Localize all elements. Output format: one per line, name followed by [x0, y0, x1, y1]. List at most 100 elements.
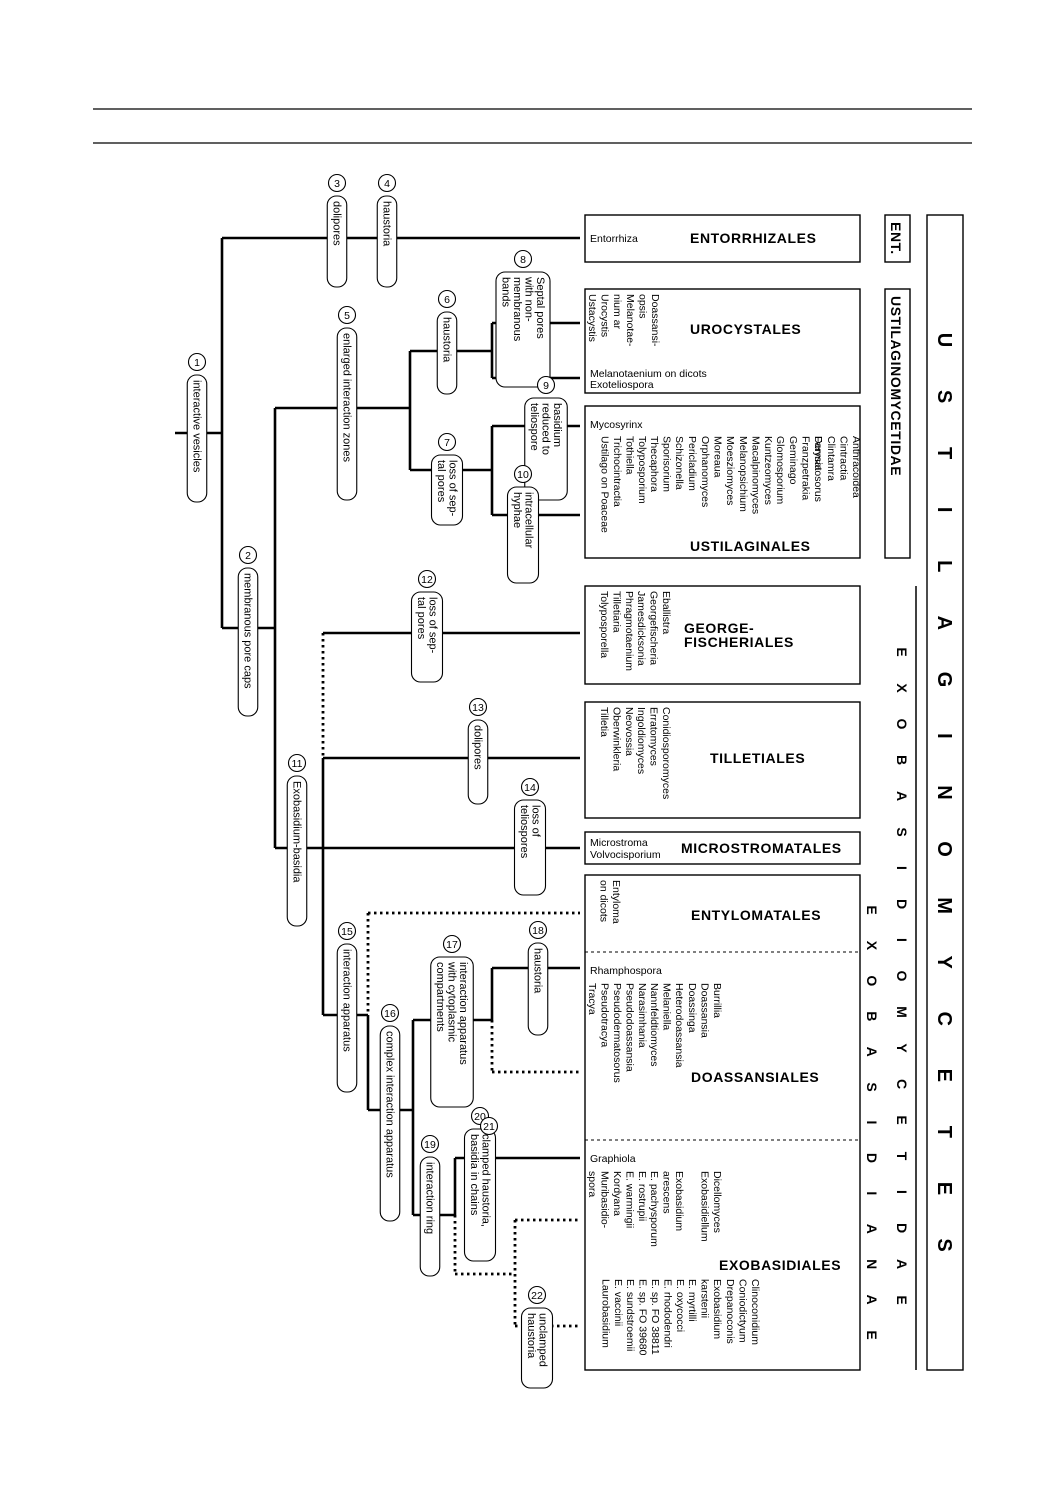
- genus-label: Melanotaenium on dicots: [590, 368, 707, 380]
- character-number-circle: [420, 1134, 440, 1154]
- order-georgefischeriales-2: FISCHERIALES: [684, 634, 794, 650]
- genus-label: Coniodictyum: [737, 1279, 749, 1343]
- character-text: loss of: [529, 805, 541, 838]
- character-text: loss of sep-: [446, 460, 458, 517]
- genus-label: E. rhododendri: [661, 1279, 673, 1348]
- clade-letter: I: [933, 507, 955, 513]
- clade-letter: X: [894, 683, 910, 693]
- clade-letter: A: [864, 1224, 880, 1234]
- character-text: teliospores: [518, 805, 530, 859]
- character-number-circle: [437, 289, 457, 309]
- genus-label: Tolyposporella: [598, 591, 610, 658]
- genus-label: Eballistra: [660, 591, 672, 634]
- genus-label: Tothiella: [623, 436, 635, 475]
- box-ustilaginomycetes: [926, 214, 964, 1371]
- genus-label: Clintamra: [825, 436, 837, 481]
- character-number: 12: [421, 574, 433, 586]
- tree-branches: [175, 236, 580, 1328]
- genus-label: Ustilago on Poaceae: [599, 436, 611, 533]
- character-number: 14: [524, 782, 536, 794]
- clade-letter: D: [894, 899, 910, 909]
- clade-letter: B: [894, 755, 910, 765]
- character-text: membranous pore caps: [242, 573, 254, 689]
- clade-letter: A: [864, 1047, 880, 1057]
- character-text: haustoria: [532, 948, 544, 994]
- genus-label: Tilletiaria: [610, 591, 622, 633]
- genus-label: Rhamphospora: [590, 965, 662, 977]
- clade-letter: S: [933, 1238, 955, 1251]
- character-pill: [379, 1025, 401, 1222]
- character-text: basidium: [551, 403, 563, 447]
- genus-label: Tracya: [586, 983, 598, 1015]
- genus-label: Exobasidiellum: [699, 1171, 711, 1242]
- genus-label: Phragmotaenium: [623, 591, 635, 671]
- character-text: compartments: [434, 962, 446, 1032]
- clade-letter: E: [933, 1069, 955, 1082]
- genus-label: E. sundstroemii: [624, 1279, 636, 1351]
- character-number: 15: [341, 926, 353, 938]
- character-text: tal pores: [435, 460, 447, 503]
- character-number-circle: [337, 305, 357, 325]
- character-number-circle: [513, 249, 533, 269]
- genus-label: Franzpetrakia: [799, 436, 811, 500]
- character-pill: [430, 454, 464, 526]
- clade-letter: T: [933, 1126, 955, 1138]
- clade-letter: E: [864, 905, 880, 914]
- clade-letter: I: [933, 733, 955, 739]
- genus-label: Entyloma: [610, 880, 622, 924]
- genus-label: Entorrhiza: [590, 233, 638, 245]
- character-text: with cytoplasmic: [446, 961, 458, 1043]
- clade-letter: L: [933, 560, 955, 572]
- clade-letter: A: [864, 1295, 880, 1305]
- genus-label: Exobasidium: [673, 1171, 685, 1231]
- character-number-circle: [468, 697, 488, 717]
- box-georgefischeriales: [584, 585, 861, 685]
- clade-letter: N: [864, 1259, 880, 1269]
- character-number: 20: [474, 1111, 486, 1123]
- character-text: dolipores: [331, 201, 343, 246]
- genus-label: Macalpinomyces: [749, 436, 761, 514]
- order-tilletiales: TILLETIALES: [710, 750, 805, 766]
- character-number: 22: [531, 1290, 543, 1302]
- genus-label: Urocystis: [599, 294, 611, 337]
- genus-label: Volvocisporium: [590, 849, 661, 861]
- genus-label: Erratomyces: [648, 707, 660, 766]
- genus-label: Pseudotracya: [599, 983, 611, 1047]
- character-text: tal pores: [415, 597, 427, 640]
- genus-label: Narasimhania: [636, 983, 648, 1048]
- genus-label: E. sp. FO 38811: [649, 1279, 661, 1355]
- character-number: 3: [334, 178, 340, 190]
- character-number-circle: [380, 1003, 400, 1023]
- genus-label: E. pachysporum: [648, 1171, 660, 1247]
- genus-label: Drepanoconis: [724, 1279, 736, 1344]
- clade-letter: N: [933, 785, 955, 799]
- character-3: 3 dolipores: [326, 173, 348, 288]
- clade-letter: E: [894, 647, 910, 656]
- order-urocystales: UROCYSTALES: [690, 321, 801, 337]
- clade-letter: A: [894, 1259, 910, 1269]
- order-microstromatales: MICROSTROMATALES: [681, 840, 842, 856]
- character-pill: [186, 374, 208, 503]
- genus-label: Pericladium: [686, 436, 698, 491]
- clade-letter: E: [894, 1115, 910, 1124]
- genus-label: Ingoldiomyces: [635, 707, 647, 774]
- character-number-circle: [520, 777, 540, 797]
- order-entorrhizales: ENTORRHIZALES: [690, 230, 817, 246]
- character-pill: [495, 271, 551, 388]
- clade-letter: Y: [933, 956, 955, 970]
- character-number: 19: [424, 1139, 436, 1151]
- character-text: Septal pores: [534, 277, 546, 339]
- character-pill: [513, 799, 547, 896]
- clade-letter: C: [894, 1079, 910, 1089]
